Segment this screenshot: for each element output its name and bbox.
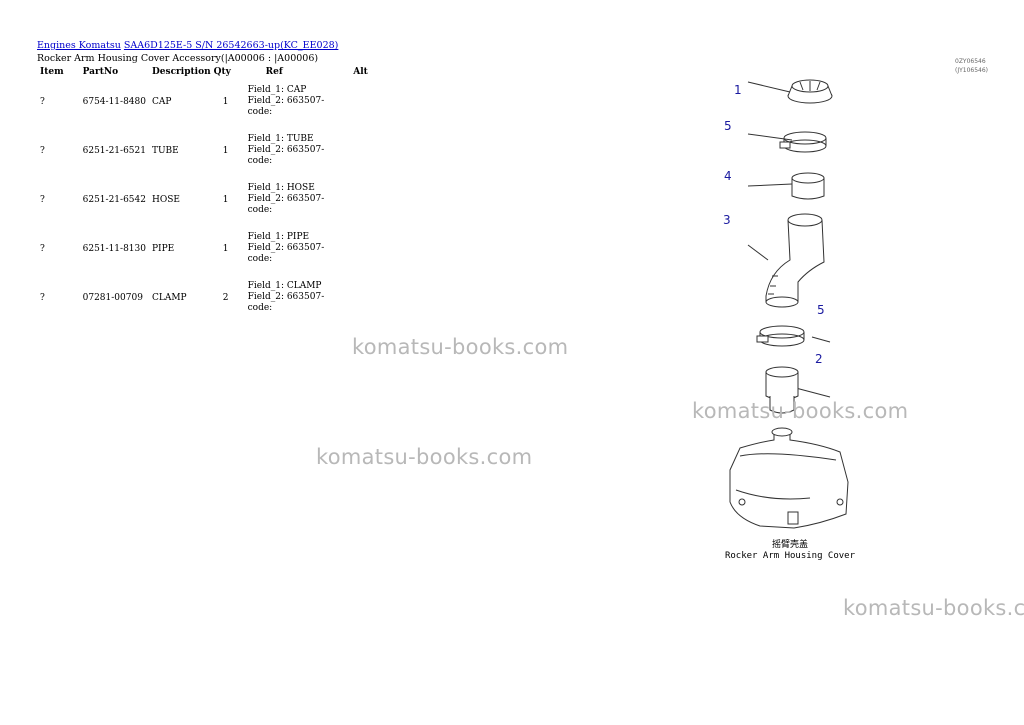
tube-part [791, 172, 825, 200]
ref-code: code: [247, 303, 273, 313]
leader-line [811, 336, 831, 343]
diagram-id-line-2: (JY106546) [955, 67, 989, 74]
cell-ref: Field_1: TUBE Field_2: 663507- code: [238, 134, 328, 183]
cap-part [787, 79, 833, 104]
cell-description: TUBE [151, 146, 179, 156]
cell-item: ? [40, 146, 45, 156]
pipe-part [765, 366, 799, 414]
ref-field-2: Field_2: 663507- [247, 194, 325, 204]
cell-alt [327, 232, 371, 281]
header-ref: Ref [265, 67, 283, 77]
ref-code: code: [247, 254, 273, 264]
rocker-arm-housing-cover [729, 427, 849, 529]
callout-1: 1 [734, 83, 742, 97]
parts-table: Item PartNo Description Qty Ref Alt ? 67… [37, 66, 371, 330]
parts-diagram: 1 5 4 3 5 2 [723, 79, 849, 529]
table-row: ? 6251-11-8130 PIPE 1 Field_1: PIPE Fiel… [37, 232, 371, 281]
cell-qty: 1 [222, 97, 229, 107]
diagram-caption-en: Rocker Arm Housing Cover [724, 551, 856, 561]
ref-field-1: Field_1: PIPE [247, 232, 310, 242]
cell-qty: 1 [222, 195, 229, 205]
diagram-id-line-1: 0ZY06546 [955, 58, 986, 65]
table-row: ? 6754-11-8480 CAP 1 Field_1: CAP Field_… [37, 85, 371, 134]
ref-field-2: Field_2: 663507- [247, 145, 325, 155]
table-row: ? 6251-21-6542 HOSE 1 Field_1: HOSE Fiel… [37, 183, 371, 232]
diagram-caption: 摇臂壳盖 Rocker Arm Housing Cover [700, 540, 880, 562]
leader-line [747, 81, 791, 93]
ref-field-2: Field_2: 663507- [247, 243, 325, 253]
cell-qty: 2 [222, 293, 229, 303]
cell-ref: Field_1: CAP Field_2: 663507- code: [238, 85, 328, 134]
watermark: komatsu-books.com [843, 596, 1024, 620]
leader-line [747, 244, 769, 261]
cell-description: HOSE [151, 195, 180, 205]
cell-qty: 1 [222, 244, 229, 254]
callout-5-lower: 5 [817, 303, 825, 317]
breadcrumb-link-engines-komatsu[interactable]: Engines Komatsu [37, 40, 121, 51]
ref-field-1: Field_1: CLAMP [247, 281, 322, 291]
cell-partno: 6754-11-8480 [82, 97, 146, 107]
cell-ref: Field_1: HOSE Field_2: 663507- code: [238, 183, 328, 232]
diagram-id: 0ZY06546 (JY106546) [955, 57, 988, 75]
watermark: komatsu-books.com [692, 399, 909, 423]
ref-field-2: Field_2: 663507- [247, 292, 325, 302]
hose-part [765, 213, 825, 308]
breadcrumb-link-model[interactable]: SAA6D125E-5 S/N 26542663-up(KC_EE028) [123, 40, 339, 51]
cell-partno: 6251-21-6542 [82, 195, 146, 205]
cell-alt [327, 134, 371, 183]
ref-code: code: [247, 107, 273, 117]
header-alt: Alt [353, 67, 368, 77]
callout-2: 2 [815, 352, 823, 366]
cell-partno: 07281-00709 [82, 293, 143, 303]
table-row: ? 07281-00709 CLAMP 2 Field_1: CLAMP Fie… [37, 281, 371, 330]
header-item: Item [40, 67, 64, 77]
cell-item: ? [40, 97, 45, 107]
cell-description: CLAMP [151, 293, 187, 303]
header-description: Description [151, 67, 211, 77]
callout-3: 3 [723, 213, 731, 227]
lower-clamp-part [756, 325, 805, 347]
page-title: Rocker Arm Housing Cover Accessory(|A000… [37, 53, 319, 64]
ref-field-1: Field_1: CAP [247, 85, 307, 95]
table-header-row: Item PartNo Description Qty Ref Alt [37, 66, 371, 85]
breadcrumb: Engines Komatsu SAA6D125E-5 S/N 26542663… [37, 40, 338, 51]
header-qty: Qty [213, 67, 231, 77]
cell-alt [327, 85, 371, 134]
cell-item: ? [40, 244, 45, 254]
callout-4: 4 [724, 169, 732, 183]
cell-ref: Field_1: CLAMP Field_2: 663507- code: [238, 281, 328, 330]
header-partno: PartNo [82, 67, 119, 77]
watermark: komatsu-books.com [316, 445, 533, 469]
leader-line [747, 183, 793, 187]
watermark: komatsu-books.com [352, 335, 569, 359]
callout-5-upper: 5 [724, 119, 732, 133]
table-row: ? 6251-21-6521 TUBE 1 Field_1: TUBE Fiel… [37, 134, 371, 183]
cell-partno: 6251-21-6521 [82, 146, 146, 156]
ref-code: code: [247, 156, 273, 166]
ref-field-1: Field_1: HOSE [247, 183, 315, 193]
cell-alt [327, 183, 371, 232]
cell-description: CAP [151, 97, 172, 107]
ref-field-1: Field_1: TUBE [247, 134, 314, 144]
leader-line [747, 133, 793, 141]
cell-partno: 6251-11-8130 [82, 244, 146, 254]
cell-alt [327, 281, 371, 330]
cell-description: PIPE [151, 244, 175, 254]
diagram-caption-cn: 摇臂壳盖 [771, 540, 808, 550]
cell-qty: 1 [222, 146, 229, 156]
ref-field-2: Field_2: 663507- [247, 96, 325, 106]
cell-ref: Field_1: PIPE Field_2: 663507- code: [238, 232, 328, 281]
ref-code: code: [247, 205, 273, 215]
upper-clamp-part [779, 131, 827, 153]
cell-item: ? [40, 293, 45, 303]
cell-item: ? [40, 195, 45, 205]
